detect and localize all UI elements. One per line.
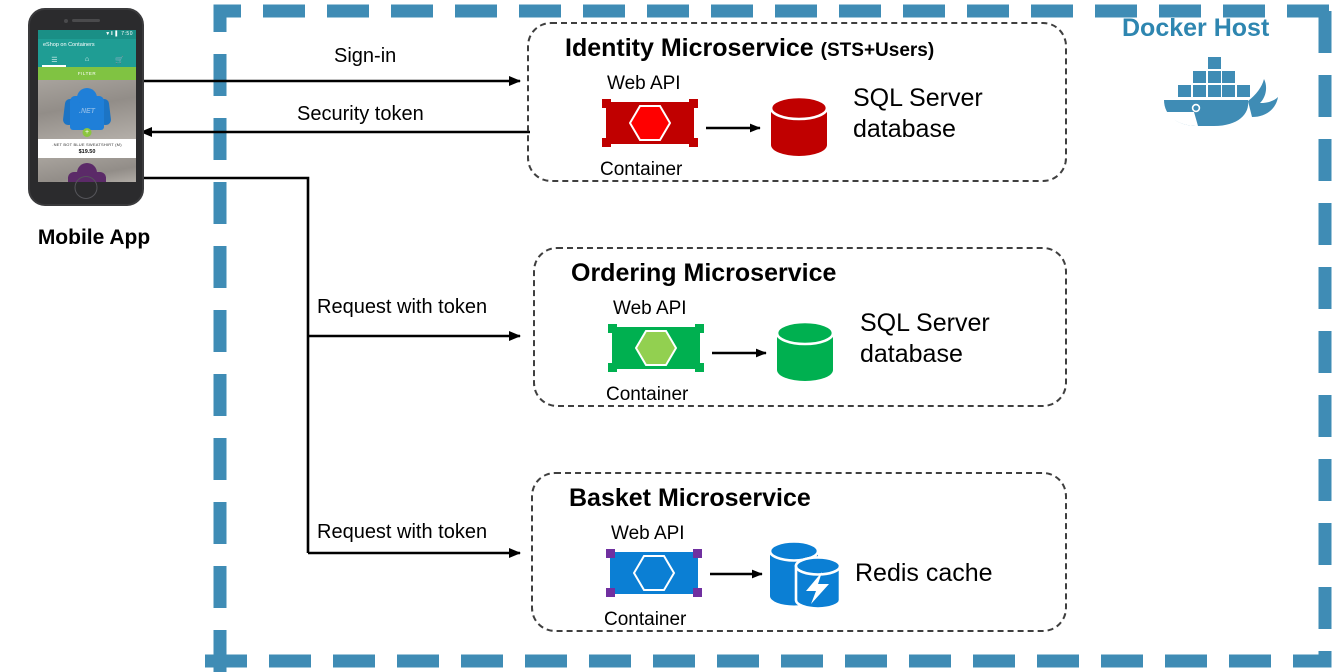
ordering-service-internals [712,320,835,381]
basket-microservice-title: Basket Microservice [569,484,811,513]
status-bar-icons: ▼⦀ ▌ 7:50 [105,31,133,37]
tab-basket[interactable]: 🛒 [115,56,125,64]
phone-screen: ▼⦀ ▌ 7:50 eShop on Containers ☰ ⌂ 🛒 FILT… [38,30,136,182]
basket-container-hexagon [633,555,675,591]
ordering-bracket-top-left [608,324,617,333]
ordering-store-line2: database [860,340,963,368]
basket-container-label: Container [604,609,687,630]
ordering-microservice-box: Ordering Microservice [533,247,1067,407]
flow-label-ordering-request: Request with token [317,296,488,318]
identity-container-icon [602,99,698,147]
basket-container-icon [606,549,702,597]
ordering-bracket-bottom-right [695,363,704,372]
identity-bracket-bottom-right [689,138,698,147]
basket-microservice-box: Basket Microservice [531,472,1067,632]
ordering-store-label: SQL Server database [860,308,990,370]
mobile-app-caption: Mobile App [37,226,151,249]
ordering-bracket-top-right [695,324,704,333]
identity-bracket-top-right [689,99,698,108]
basket-bracket-top-left [606,549,615,558]
ordering-title-main: Ordering Microservice [571,259,837,287]
identity-web-api-label: Web API [607,73,681,94]
identity-container-hexagon [629,105,671,141]
identity-service-internals [706,95,829,156]
redis-cache-icon [768,540,842,610]
product-image-primary: .NET + [38,80,136,139]
phone-speaker [72,19,100,22]
tab-catalog[interactable]: ☰ [51,56,58,64]
basket-bracket-top-right [693,549,702,558]
identity-title-suffix: (STS+Users) [820,40,935,61]
basket-title-main: Basket Microservice [569,484,811,512]
identity-container-body [606,102,694,144]
phone-status-bar: ▼⦀ ▌ 7:50 [38,30,136,39]
flow-label-security-token: Security token [297,103,424,125]
docker-host-title: Docker Host [1122,14,1270,42]
identity-bracket-top-left [602,99,611,108]
flow-connectors [138,76,530,558]
tab-active-indicator [42,65,66,67]
identity-microservice-title: Identity Microservice (STS+Users) [565,34,934,63]
basket-store-line1: Redis cache [855,559,993,587]
basket-web-api-label: Web API [611,523,685,544]
product-name: .NET BOT BLUE SWEATSHIRT (M) [52,142,122,147]
ordering-web-api-label: Web API [613,298,687,319]
identity-store-label: SQL Server database [853,83,983,145]
basket-container-body [610,552,698,594]
add-to-basket-button[interactable]: + [82,128,92,137]
hoodie-hood [77,88,97,103]
identity-bracket-bottom-left [602,138,611,147]
flow-label-sign-in: Sign-in [334,45,397,67]
sql-server-database-icon-ordering [775,320,835,381]
hoodie-graphic: .NET [62,86,112,132]
identity-microservice-box: Identity Microservice (STS+Users) [527,22,1067,182]
ordering-container-label: Container [606,384,689,405]
ordering-store-line1: SQL Server [860,309,990,337]
ordering-microservice-title: Ordering Microservice [571,259,836,288]
basket-bracket-bottom-left [606,588,615,597]
product-price: $19.50 [78,149,96,155]
phone-home-button[interactable] [74,176,98,199]
basket-store-label: Redis cache [855,558,993,589]
identity-store-line1: SQL Server [853,84,983,112]
basket-service-internals [710,540,842,610]
ordering-container-body [612,327,700,369]
sql-server-database-icon-identity [769,95,829,156]
identity-title-main: Identity Microservice [565,34,814,62]
ordering-container-icon [608,324,704,372]
app-tab-bar: ☰ ⌂ 🛒 [38,52,136,67]
basket-bracket-bottom-right [693,588,702,597]
tab-profile[interactable]: ⌂ [84,56,90,63]
docker-whale-icon [1164,57,1278,126]
flow-label-basket-request: Request with token [317,521,488,543]
ordering-container-hexagon [635,330,677,366]
identity-container-label: Container [600,159,683,180]
connector-trunk [138,176,310,553]
phone-camera [64,19,68,23]
docker-host-boundary [200,4,1340,672]
dotnet-brand-mark: .NET [79,108,95,115]
ordering-bracket-bottom-left [608,363,617,372]
filter-button[interactable]: FILTER [38,67,136,80]
identity-store-line2: database [853,115,956,143]
mobile-device: ▼⦀ ▌ 7:50 eShop on Containers ☰ ⌂ 🛒 FILT… [28,8,144,206]
app-title-bar: eShop on Containers [38,39,136,52]
